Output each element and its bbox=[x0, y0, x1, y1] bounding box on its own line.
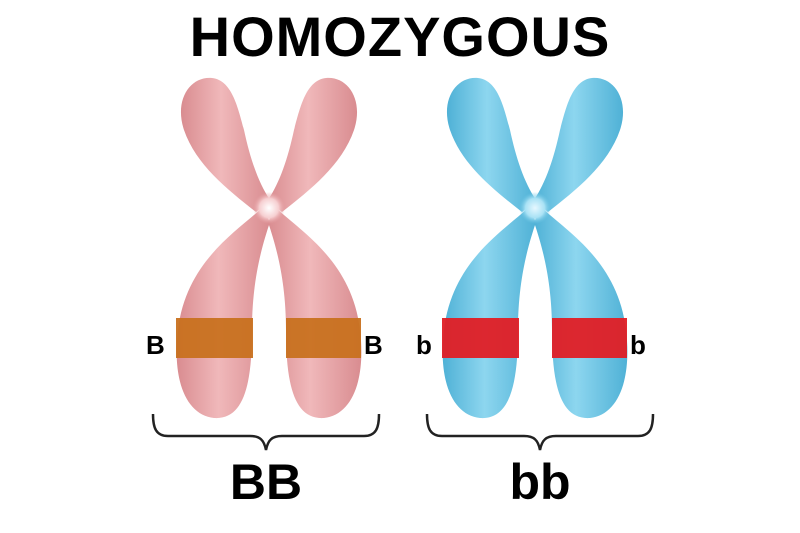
genotype-label-dominant: BB bbox=[229, 454, 303, 510]
allele-band-right bbox=[286, 318, 361, 358]
genotype-brace-right bbox=[425, 413, 655, 451]
allele-band-left bbox=[442, 318, 519, 358]
chromosome-bb-recessive bbox=[442, 77, 628, 419]
centromere bbox=[519, 192, 551, 224]
allele-label-right-recessive: b bbox=[630, 330, 646, 360]
chromatid-upper-right-arm bbox=[268, 77, 358, 212]
allele-band-left bbox=[176, 318, 253, 358]
allele-label-right-dominant: B bbox=[364, 330, 383, 360]
allele-label-left-recessive: b bbox=[416, 330, 432, 360]
diagram-title: HOMOZYGOUS bbox=[189, 5, 611, 68]
chromatid-lower-right-arm bbox=[268, 208, 362, 419]
allele-band-right bbox=[552, 318, 627, 358]
genotype-label-recessive: bb bbox=[509, 454, 571, 510]
chromatid-upper-right-arm bbox=[534, 77, 624, 212]
chromatid-lower-left-arm bbox=[176, 208, 270, 419]
allele-label-left-dominant: B bbox=[146, 330, 165, 360]
centromere bbox=[253, 192, 285, 224]
genotype-brace-left bbox=[151, 413, 381, 451]
chromatid-upper-left-arm bbox=[446, 77, 536, 212]
chromatid-lower-right-arm bbox=[534, 208, 628, 419]
chromatid-lower-left-arm bbox=[442, 208, 536, 419]
chromosome-bb-dominant bbox=[176, 77, 362, 419]
chromatid-upper-left-arm bbox=[180, 77, 270, 212]
